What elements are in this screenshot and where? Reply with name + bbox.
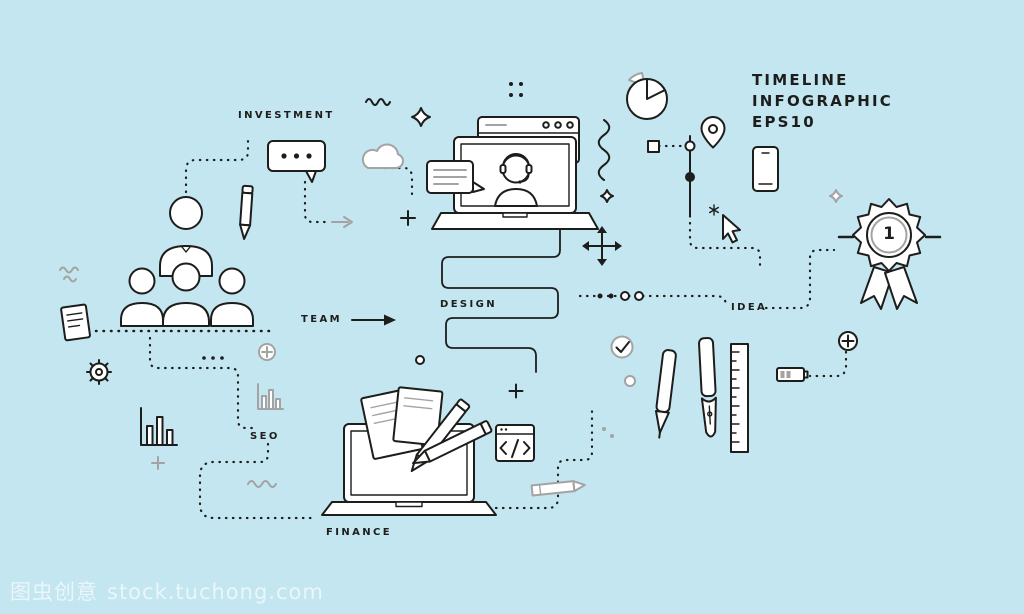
open-circle-gray-icon	[624, 375, 636, 387]
plus-gray-icon	[151, 456, 165, 470]
move-arrows-icon	[582, 226, 622, 266]
video-call-laptop-icon	[431, 136, 599, 230]
map-pin-icon	[700, 116, 726, 149]
speech-bubble-lines-icon	[426, 160, 485, 194]
wavy-line-icon	[365, 98, 391, 106]
label-investment: INVESTMENT	[238, 110, 335, 121]
gray-dots	[602, 427, 614, 438]
label-idea: IDEA	[731, 302, 768, 313]
arrow-right-gray-icon	[331, 216, 353, 228]
plus-2-icon	[508, 383, 524, 399]
smartphone-icon	[752, 146, 779, 192]
label-finance: FINANCE	[326, 527, 392, 538]
badge-rank-number: 1	[883, 224, 895, 244]
crossed-pencil-2-icon	[412, 420, 493, 465]
sparkle-icon	[411, 107, 431, 127]
timeline-dots-icon	[684, 135, 696, 217]
design-maze-path	[441, 228, 561, 373]
pie-chart-icon	[626, 72, 668, 120]
dot-pairs	[509, 82, 523, 97]
cursor-icon	[709, 204, 741, 244]
watermark-domain: stock.tuchong.com	[107, 580, 324, 604]
circled-plus-gray-icon	[258, 343, 276, 361]
vertical-squiggle-icon	[597, 119, 611, 181]
title-line-3: EPS10	[752, 113, 816, 131]
ruler-icon	[730, 343, 749, 453]
small-square-icon	[647, 140, 660, 153]
squiggle-gray-icon	[247, 480, 277, 488]
papers-icon	[360, 386, 444, 460]
open-circle-icon	[415, 355, 425, 365]
watermark-brand: 图虫创意	[10, 580, 98, 604]
pencil-icon	[239, 184, 254, 240]
sparkle-gray-icon	[829, 189, 843, 203]
title-line-2: INFOGRAPHIC	[752, 92, 893, 110]
cloud-icon	[361, 143, 404, 169]
small-pencil-icon	[530, 480, 586, 497]
speech-bubble-dots-icon	[267, 140, 326, 183]
gear-icon	[86, 359, 112, 385]
title-block: TIMELINE INFOGRAPHIC EPS10	[752, 70, 893, 133]
label-team: TEAM	[301, 314, 342, 325]
ballpoint-pen-icon	[654, 349, 677, 439]
connector-paths	[148, 136, 848, 520]
team-icon	[120, 196, 254, 327]
watermark: 图虫创意 stock.tuchong.com	[10, 576, 324, 606]
fountain-pen-icon	[698, 337, 717, 438]
check-circle-icon	[610, 335, 634, 359]
ellipsis-dots	[202, 356, 224, 360]
sparkle-small-icon	[600, 189, 614, 203]
bar-chart-gray-icon	[257, 383, 284, 410]
label-seo: SEO	[250, 431, 280, 442]
dots-row	[597, 291, 644, 301]
arrow-right-icon	[351, 314, 396, 326]
squiggle-icon	[59, 266, 79, 283]
label-design: DESIGN	[440, 299, 498, 310]
plus-icon	[400, 210, 416, 226]
award-badge-icon	[852, 198, 926, 310]
document-icon	[60, 303, 91, 342]
bar-chart-icon	[140, 407, 178, 446]
code-window-icon	[495, 424, 535, 462]
battery-icon	[776, 367, 809, 382]
circled-plus-icon	[838, 331, 858, 351]
title-line-1: TIMELINE	[752, 71, 849, 89]
finance-laptop-icon	[321, 386, 497, 516]
